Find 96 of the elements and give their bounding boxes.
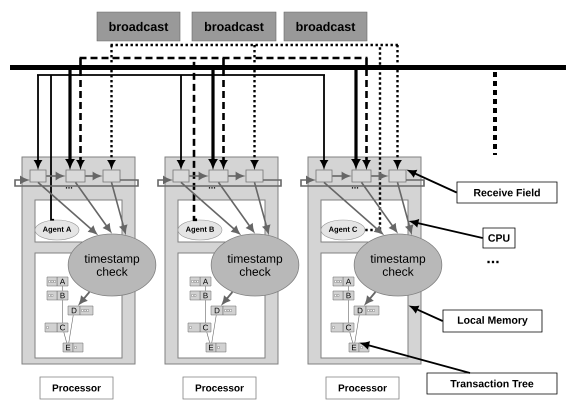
processor-label: Processor bbox=[40, 376, 114, 400]
connector-line bbox=[68, 314, 74, 344]
arrow bbox=[300, 176, 425, 187]
leader-arrow bbox=[410, 306, 443, 322]
arrow bbox=[362, 58, 370, 168]
callout-box: Local Memory bbox=[442, 310, 542, 332]
arrow bbox=[85, 172, 101, 180]
arrow bbox=[74, 182, 112, 232]
arrow bbox=[394, 45, 402, 168]
arrow bbox=[189, 172, 207, 180]
processor-label: Processor bbox=[182, 376, 256, 400]
broadcast-line bbox=[78, 56, 369, 222]
arrow bbox=[323, 182, 383, 234]
receive-slot bbox=[246, 170, 264, 182]
ellipsis-dots: ... bbox=[66, 187, 72, 189]
arrow bbox=[250, 45, 258, 168]
arrow bbox=[14, 176, 139, 187]
tree-node: E bbox=[206, 342, 226, 352]
tree-node: A bbox=[46, 276, 68, 286]
broadcast-line bbox=[36, 74, 326, 221]
ellipsis-dots: ... bbox=[487, 260, 499, 264]
tree-node: A bbox=[332, 276, 354, 286]
broadcast-box: broadcast bbox=[284, 12, 368, 42]
broadcast-box: broadcast bbox=[192, 12, 276, 42]
arrow bbox=[209, 70, 217, 168]
tree-node: C bbox=[44, 322, 68, 332]
connector-line bbox=[64, 332, 67, 344]
leader-arrow bbox=[410, 219, 483, 239]
leader-arrow bbox=[361, 342, 470, 374]
callout-box: Transaction Tree bbox=[426, 372, 558, 394]
tree-node: B bbox=[190, 290, 212, 300]
node-label: C bbox=[60, 324, 66, 330]
arrow bbox=[157, 176, 282, 187]
arrow bbox=[320, 75, 328, 168]
node-label: C bbox=[203, 324, 208, 330]
node-label: D bbox=[214, 308, 220, 314]
connector-line bbox=[211, 314, 217, 344]
ellipsis-dots: ... bbox=[352, 187, 358, 189]
arrow bbox=[46, 172, 64, 180]
broadcast-box: broadcast bbox=[96, 12, 180, 42]
receive-slot bbox=[316, 170, 332, 182]
connector-line bbox=[350, 332, 353, 344]
tree-node: C bbox=[330, 322, 354, 332]
receive-slot bbox=[208, 170, 228, 182]
connector-line bbox=[62, 286, 63, 292]
connector-line bbox=[205, 300, 206, 324]
arrow bbox=[79, 291, 90, 304]
node-label: D bbox=[358, 308, 363, 314]
arrow bbox=[396, 182, 414, 234]
arrow bbox=[254, 182, 270, 234]
tree-node: A bbox=[190, 276, 212, 286]
connector-line bbox=[62, 300, 63, 324]
arrow bbox=[34, 75, 42, 168]
broadcast-line bbox=[109, 44, 400, 232]
receive-slot bbox=[102, 170, 120, 182]
arrow bbox=[37, 182, 97, 234]
arrow bbox=[180, 182, 240, 234]
node-label: C bbox=[346, 324, 352, 330]
tree-node: E bbox=[62, 342, 84, 352]
arrow bbox=[228, 172, 244, 180]
arrow bbox=[66, 70, 74, 168]
callout-box: CPU bbox=[482, 228, 516, 248]
arrow bbox=[332, 172, 350, 180]
leader-arrow bbox=[408, 170, 457, 194]
tree-node: D bbox=[68, 306, 94, 316]
receive-slot bbox=[30, 170, 46, 182]
tree-node: D bbox=[354, 306, 380, 316]
arrow bbox=[360, 182, 398, 232]
arrow bbox=[352, 70, 360, 168]
arrow bbox=[108, 45, 116, 168]
processor-label: Processor bbox=[326, 376, 400, 400]
arrow bbox=[365, 291, 376, 304]
arrow bbox=[76, 58, 84, 168]
tree-node: B bbox=[332, 290, 354, 300]
arrow bbox=[371, 172, 387, 180]
arrow bbox=[222, 291, 234, 304]
ellipsis-dots: ... bbox=[208, 187, 216, 189]
tree-node: C bbox=[188, 322, 212, 332]
receive-slot bbox=[352, 170, 372, 182]
receive-slot bbox=[172, 170, 190, 182]
node-label: D bbox=[72, 308, 77, 314]
receive-slot bbox=[66, 170, 86, 182]
connector-line bbox=[354, 314, 360, 344]
receive-slot bbox=[388, 170, 406, 182]
connector-line bbox=[348, 300, 349, 324]
callout-box: Receive Field bbox=[456, 182, 558, 204]
node-label: E bbox=[66, 344, 70, 350]
arrow bbox=[220, 58, 228, 168]
arrow bbox=[218, 182, 254, 232]
tree-node: D bbox=[210, 306, 236, 316]
tree-node: B bbox=[46, 290, 68, 300]
connector-line bbox=[348, 286, 349, 292]
connector-line bbox=[206, 332, 210, 344]
connector-line bbox=[205, 286, 206, 292]
arrow bbox=[110, 182, 128, 234]
arrow bbox=[177, 75, 185, 168]
